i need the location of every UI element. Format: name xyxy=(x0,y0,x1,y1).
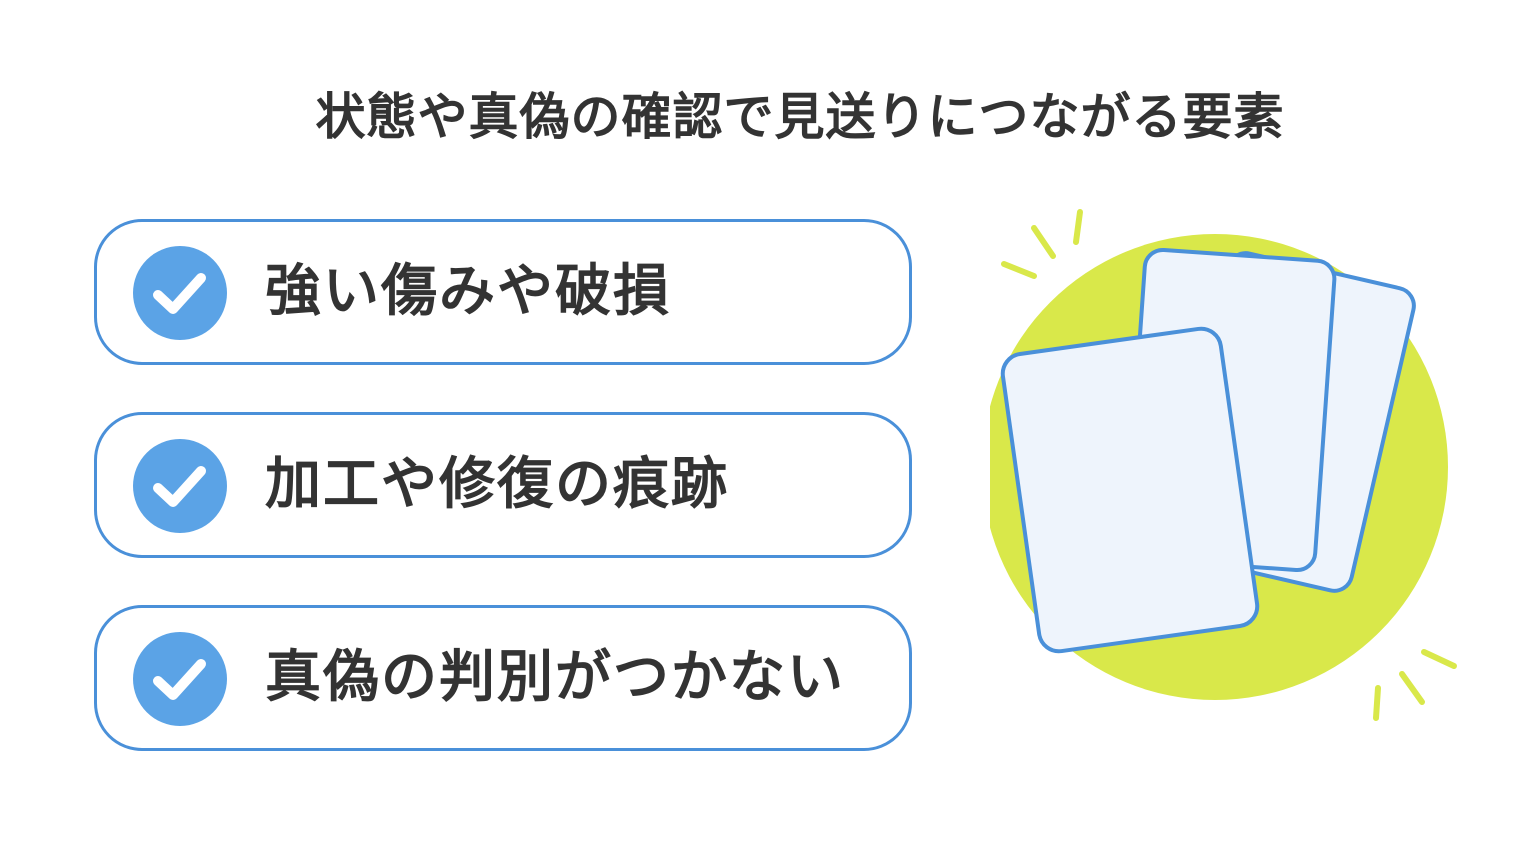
check-circle-icon xyxy=(133,439,227,533)
list-item: 強い傷みや破損 xyxy=(94,219,912,365)
list-item: 加工や修復の痕跡 xyxy=(94,412,912,558)
item-label: 真偽の判別がつかない xyxy=(265,645,845,710)
spark-lines-top xyxy=(1001,209,1083,279)
item-label: 強い傷みや破損 xyxy=(265,259,671,324)
spark-lines-bottom xyxy=(1373,649,1457,721)
check-circle-icon xyxy=(133,246,227,340)
check-circle-icon xyxy=(133,632,227,726)
cards-illustration xyxy=(990,209,1457,721)
item-label: 加工や修復の痕跡 xyxy=(265,452,729,517)
card-front xyxy=(1000,326,1260,654)
page-title: 状態や真偽の確認で見送りにつながる要素 xyxy=(315,88,1285,146)
list-item: 真偽の判別がつかない xyxy=(94,605,912,751)
